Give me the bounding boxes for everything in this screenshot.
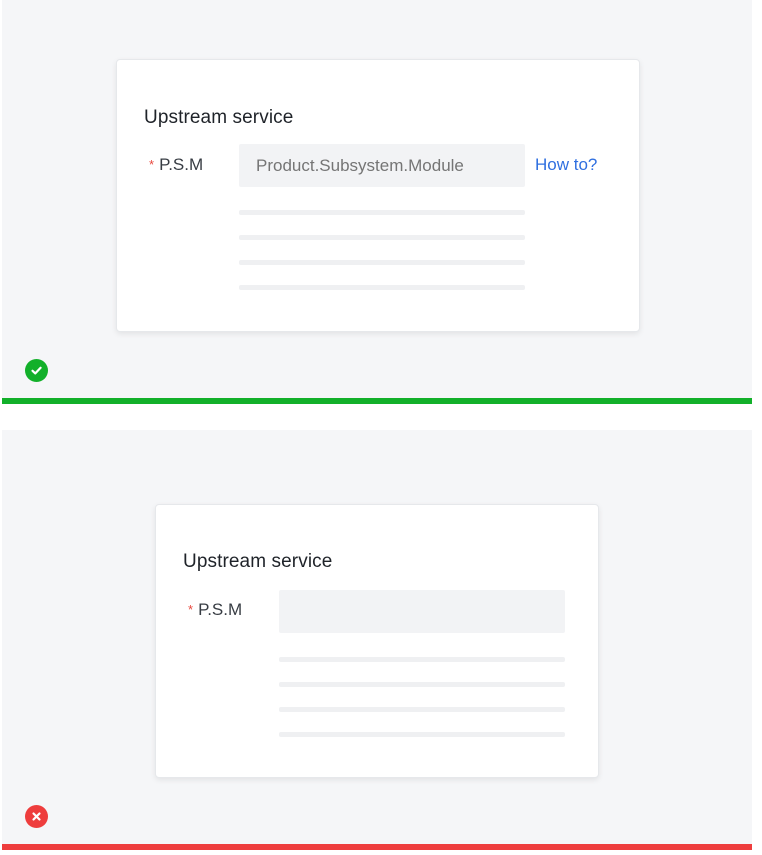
- skeleton-line: [279, 657, 565, 662]
- form-card: Upstream service * P.S.M How to?: [116, 59, 640, 332]
- card-title: Upstream service: [144, 107, 294, 128]
- skeleton-line: [279, 707, 565, 712]
- skeleton-line: [239, 260, 525, 265]
- skeleton-line: [279, 732, 565, 737]
- psm-input[interactable]: [279, 590, 565, 633]
- field-label-text: P.S.M: [198, 600, 243, 619]
- field-label-text: P.S.M: [159, 155, 204, 174]
- field-label: * P.S.M: [149, 155, 203, 175]
- required-mark: *: [149, 157, 155, 172]
- skeleton-line: [239, 285, 525, 290]
- card-title: Upstream service: [183, 551, 333, 572]
- field-label: * P.S.M: [188, 600, 242, 620]
- error-bar: [2, 844, 752, 850]
- skeleton-line: [239, 210, 525, 215]
- success-bar: [2, 398, 752, 404]
- form-card: Upstream service * P.S.M: [155, 504, 599, 778]
- required-mark: *: [188, 602, 194, 617]
- good-example-panel: Upstream service * P.S.M How to?: [2, 0, 752, 398]
- cross-circle-icon: [25, 805, 48, 828]
- how-to-link[interactable]: How to?: [535, 155, 598, 174]
- check-circle-icon: [25, 359, 48, 382]
- bad-example-panel: Upstream service * P.S.M: [2, 430, 752, 844]
- skeleton-line: [279, 682, 565, 687]
- psm-input[interactable]: [239, 144, 525, 187]
- skeleton-line: [239, 235, 525, 240]
